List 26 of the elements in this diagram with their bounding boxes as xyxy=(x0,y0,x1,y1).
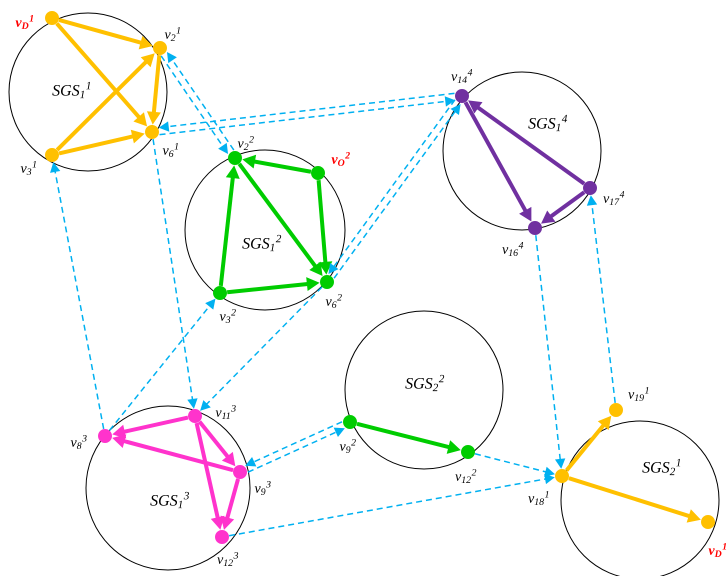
vertex-label: v$_{D}$1 xyxy=(708,543,726,557)
vertex-label: v$_{2}$2 xyxy=(238,136,254,150)
vertex-label: v$_{9}$2 xyxy=(340,439,356,453)
group-label: SGS$_{1}$3 xyxy=(150,492,189,508)
group-label: SGS$_{1}$2 xyxy=(242,234,282,252)
vertex-label: v$_{6}$1 xyxy=(162,143,178,157)
group-label: SGS$_{1}$4 xyxy=(528,114,568,132)
vertex-label: v$_{12}$2 xyxy=(455,469,476,483)
group-label: SGS$_{2}$1 xyxy=(642,458,680,476)
vertex-label: v$_{2}$1 xyxy=(164,27,180,41)
vertex-label: v$_{3}$2 xyxy=(220,309,236,323)
vertex-label: v$_{3}$1 xyxy=(20,161,36,175)
group-label: SGS$_{1}$1 xyxy=(52,82,90,98)
vertex-label: v$_{12}$3 xyxy=(217,552,238,566)
vertex-label: v$_{9}$3 xyxy=(254,481,271,495)
vertex-label: v$_{6}$2 xyxy=(326,294,342,308)
vertex-label: v$_{16}$4 xyxy=(502,242,524,256)
vertex-label: v$_{D}$1 xyxy=(16,15,34,29)
vertex-label: v$_{11}$3 xyxy=(216,405,236,419)
vertex-label: v$_{14}$4 xyxy=(451,69,472,83)
vertex-label: v$_{8}$3 xyxy=(70,435,87,449)
vertex-label: v$_{O}$2 xyxy=(332,152,350,166)
vertex-label: v$_{19}$1 xyxy=(628,387,648,401)
vertex-label: v$_{17}$4 xyxy=(603,191,624,205)
group-label: SGS$_{2}$2 xyxy=(405,374,444,392)
vertex-label: v$_{18}$1 xyxy=(528,491,548,505)
